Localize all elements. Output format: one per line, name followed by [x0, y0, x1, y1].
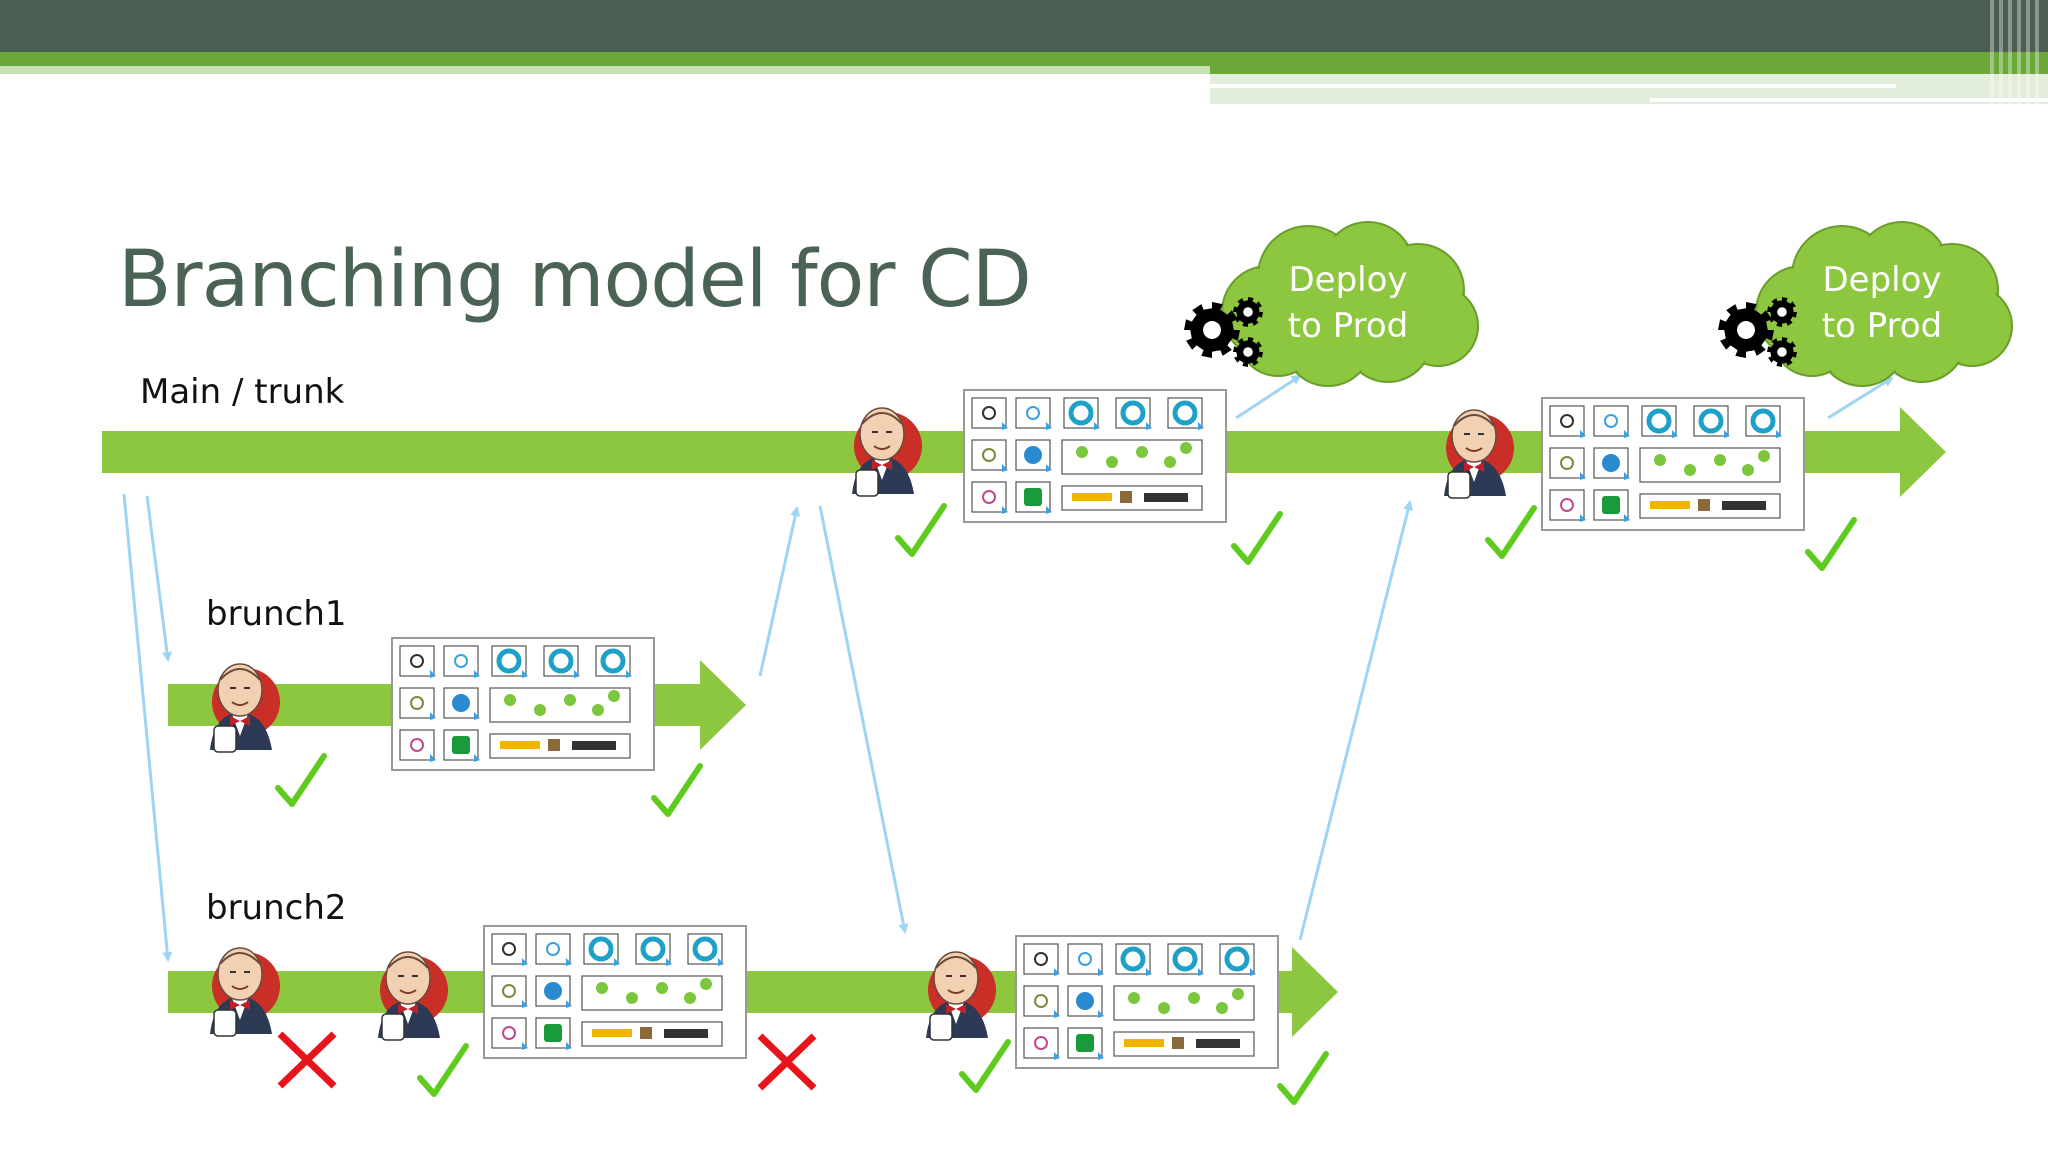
branch1-merge-arrow — [758, 506, 801, 677]
deploy-cloud-1-line1: Deploy — [1288, 260, 1408, 300]
jenkins-butler-icon — [852, 407, 922, 497]
header-band — [0, 0, 2048, 104]
checkmark-icon — [1231, 511, 1283, 565]
jenkins-butler-icon — [1444, 409, 1514, 499]
deploy-cloud-1-line2: to Prod — [1287, 306, 1409, 346]
service-stack-icon — [1015, 935, 1279, 1069]
branch1-fork-arrow — [145, 495, 172, 662]
deploy-1-gears-icon — [1184, 297, 1263, 367]
jenkins-butler-icon — [926, 951, 996, 1041]
checkmark-icon — [417, 1043, 469, 1097]
cross-icon — [757, 1033, 817, 1091]
checkmark-icon — [1485, 505, 1537, 559]
branch2-arrow — [168, 947, 1338, 1037]
deploy-2-gears-icon — [1718, 297, 1797, 367]
service-stack-icon — [391, 637, 655, 771]
checkmark-icon — [959, 1039, 1011, 1093]
checkmark-icon — [895, 503, 947, 557]
jenkins-butler-icon — [210, 947, 280, 1037]
cross-icon — [277, 1031, 337, 1089]
branch1-label: brunch1 — [206, 594, 347, 634]
checkmark-icon — [1805, 517, 1857, 571]
service-stack-icon — [483, 925, 747, 1059]
deploy-2-arrow — [1827, 376, 1894, 420]
service-stack-icon — [1541, 397, 1805, 531]
main-to-branch2-arrow — [818, 505, 909, 934]
deploy-cloud-2-shape — [1755, 221, 2013, 387]
checkmark-icon — [1277, 1051, 1329, 1105]
deploy-cloud-2-line1: Deploy — [1822, 260, 1942, 300]
branch2-merge-arrow — [1298, 500, 1413, 941]
main-trunk-label: Main / trunk — [140, 372, 345, 412]
checkmark-icon — [651, 763, 703, 817]
deploy-cloud-2-line2: to Prod — [1821, 306, 1943, 346]
branch2-label: brunch2 — [206, 888, 347, 928]
branch2-fork-arrow — [122, 493, 173, 962]
service-stack-icon — [963, 389, 1227, 523]
jenkins-butler-icon — [378, 951, 448, 1041]
jenkins-butler-icon — [210, 663, 280, 753]
slide-title: Branching model for CD — [118, 235, 1032, 325]
deploy-1-arrow — [1235, 374, 1302, 420]
checkmark-icon — [275, 753, 327, 807]
